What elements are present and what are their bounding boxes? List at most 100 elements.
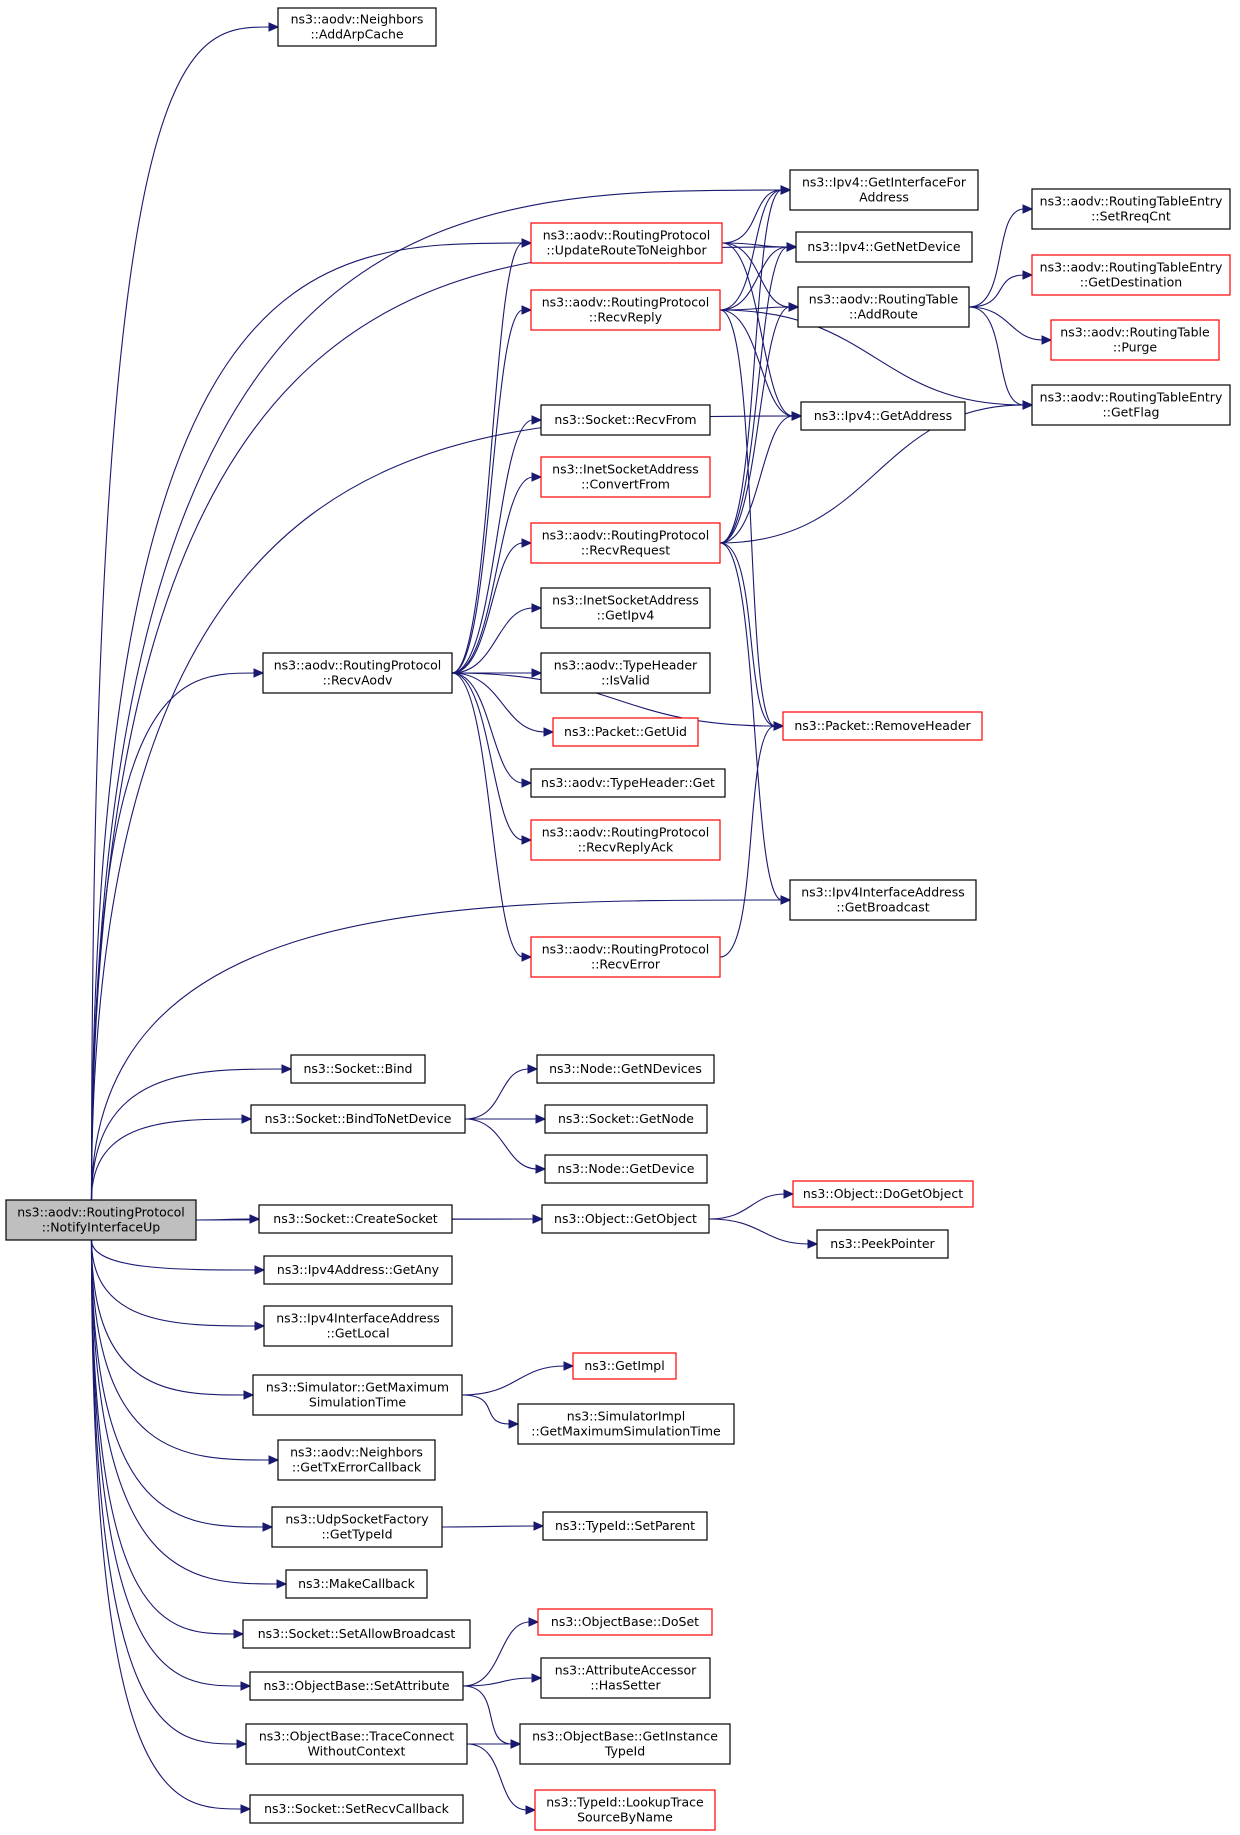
node-getobject[interactable]: ns3::Object::GetObject — [541, 1204, 710, 1234]
node-setattr[interactable]: ns3::ObjectBase::SetAttribute — [249, 1671, 464, 1701]
node-udptype[interactable]: ns3::UdpSocketFactory::GetTypeId — [271, 1506, 443, 1548]
node-box[interactable] — [517, 1403, 735, 1445]
node-makecb[interactable]: ns3::MakeCallback — [285, 1569, 428, 1599]
node-box[interactable] — [789, 169, 979, 211]
node-box[interactable] — [263, 1305, 453, 1347]
node-box[interactable] — [258, 1204, 453, 1234]
node-box[interactable] — [277, 7, 437, 47]
node-simmax[interactable]: ns3::Simulator::GetMaximumSimulationTime — [252, 1374, 463, 1416]
node-box[interactable] — [544, 1104, 708, 1134]
node-box[interactable] — [536, 1054, 715, 1084]
node-doget[interactable]: ns3::Object::DoGetObject — [792, 1180, 974, 1208]
node-box[interactable] — [530, 522, 721, 564]
node-bindnd[interactable]: ns3::Socket::BindToNetDevice — [250, 1104, 466, 1134]
node-createsock[interactable]: ns3::Socket::CreateSocket — [258, 1204, 453, 1234]
node-box[interactable] — [252, 1374, 463, 1416]
node-setrreq[interactable]: ns3::aodv::RoutingTableEntry::SetRreqCnt — [1031, 188, 1231, 230]
node-box[interactable] — [262, 652, 453, 694]
node-getany[interactable]: ns3::Ipv4Address::GetAny — [263, 1255, 453, 1285]
node-box[interactable] — [285, 1569, 428, 1599]
node-box[interactable] — [1031, 188, 1231, 230]
node-box[interactable] — [245, 1723, 468, 1765]
node-box[interactable] — [290, 1054, 426, 1084]
node-box[interactable] — [540, 456, 711, 498]
node-box[interactable] — [277, 1439, 436, 1481]
node-isvalid[interactable]: ns3::aodv::TypeHeader::IsValid — [540, 652, 711, 694]
node-setbcast[interactable]: ns3::Socket::SetAllowBroadcast — [242, 1619, 471, 1649]
node-box[interactable] — [541, 1204, 710, 1234]
node-getnetdev[interactable]: ns3::Ipv4::GetNetDevice — [795, 231, 973, 263]
node-box[interactable] — [540, 587, 711, 629]
node-recverr[interactable]: ns3::aodv::RoutingProtocol::RecvError — [530, 936, 721, 978]
node-recvreq[interactable]: ns3::aodv::RoutingProtocol::RecvRequest — [530, 522, 721, 564]
node-addarp[interactable]: ns3::aodv::Neighbors::AddArpCache — [277, 7, 437, 47]
node-box[interactable] — [1031, 254, 1231, 296]
node-setrecvcb[interactable]: ns3::Socket::SetRecvCallback — [249, 1794, 464, 1824]
node-txerr[interactable]: ns3::aodv::Neighbors::GetTxErrorCallback — [277, 1439, 436, 1481]
node-doset[interactable]: ns3::ObjectBase::DoSet — [537, 1608, 713, 1636]
node-box[interactable] — [5, 1199, 197, 1241]
node-updroute[interactable]: ns3::aodv::RoutingProtocol::UpdateRouteT… — [530, 222, 723, 264]
node-box[interactable] — [800, 401, 966, 431]
node-root[interactable]: ns3::aodv::RoutingProtocol::NotifyInterf… — [5, 1199, 197, 1241]
node-getimpl[interactable]: ns3::GetImpl — [572, 1352, 677, 1380]
node-box[interactable] — [795, 231, 973, 263]
node-box[interactable] — [544, 1154, 708, 1184]
node-addroute[interactable]: ns3::aodv::RoutingTable::AddRoute — [797, 286, 970, 328]
node-getnode[interactable]: ns3::Socket::GetNode — [544, 1104, 708, 1134]
node-box[interactable] — [540, 1657, 711, 1699]
node-getaddress[interactable]: ns3::Ipv4::GetAddress — [800, 401, 966, 431]
node-box[interactable] — [249, 1671, 464, 1701]
node-box[interactable] — [530, 222, 723, 264]
node-peek[interactable]: ns3::PeekPointer — [816, 1229, 949, 1259]
node-box[interactable] — [530, 768, 726, 798]
node-getbcast[interactable]: ns3::Ipv4InterfaceAddress::GetBroadcast — [789, 879, 977, 921]
node-getipv4[interactable]: ns3::InetSocketAddress::GetIpv4 — [540, 587, 711, 629]
node-box[interactable] — [572, 1352, 677, 1380]
node-recvack[interactable]: ns3::aodv::RoutingProtocol::RecvReplyAck — [530, 819, 721, 861]
node-box[interactable] — [540, 652, 711, 694]
node-box[interactable] — [242, 1619, 471, 1649]
node-getdest[interactable]: ns3::aodv::RoutingTableEntry::GetDestina… — [1031, 254, 1231, 296]
node-recvfrom[interactable]: ns3::Socket::RecvFrom — [540, 404, 711, 436]
node-box[interactable] — [519, 1723, 731, 1765]
node-box[interactable] — [540, 404, 711, 436]
node-box[interactable] — [1050, 319, 1220, 361]
node-box[interactable] — [530, 289, 721, 331]
node-box[interactable] — [249, 1794, 464, 1824]
node-recvaodv[interactable]: ns3::aodv::RoutingProtocol::RecvAodv — [262, 652, 453, 694]
node-box[interactable] — [271, 1506, 443, 1548]
node-hassetter[interactable]: ns3::AttributeAccessor::HasSetter — [540, 1657, 711, 1699]
node-box[interactable] — [552, 717, 699, 747]
node-getdevice[interactable]: ns3::Node::GetDevice — [544, 1154, 708, 1184]
node-setparent[interactable]: ns3::TypeId::SetParent — [542, 1511, 708, 1541]
node-convfrom[interactable]: ns3::InetSocketAddress::ConvertFrom — [540, 456, 711, 498]
node-recvreply[interactable]: ns3::aodv::RoutingProtocol::RecvReply — [530, 289, 721, 331]
node-box[interactable] — [534, 1789, 716, 1831]
node-box[interactable] — [530, 819, 721, 861]
node-removehdr[interactable]: ns3::Packet::RemoveHeader — [782, 711, 983, 741]
node-thget[interactable]: ns3::aodv::TypeHeader::Get — [530, 768, 726, 798]
node-traceconn[interactable]: ns3::ObjectBase::TraceConnectWithoutCont… — [245, 1723, 468, 1765]
node-box[interactable] — [782, 711, 983, 741]
node-purge[interactable]: ns3::aodv::RoutingTable::Purge — [1050, 319, 1220, 361]
node-box[interactable] — [542, 1511, 708, 1541]
node-box[interactable] — [250, 1104, 466, 1134]
node-box[interactable] — [792, 1180, 974, 1208]
node-box[interactable] — [789, 879, 977, 921]
node-box[interactable] — [797, 286, 970, 328]
node-box[interactable] — [537, 1608, 713, 1636]
node-getlocal[interactable]: ns3::Ipv4InterfaceAddress::GetLocal — [263, 1305, 453, 1347]
node-box[interactable] — [816, 1229, 949, 1259]
node-box[interactable] — [1031, 384, 1231, 426]
node-getflag[interactable]: ns3::aodv::RoutingTableEntry::GetFlag — [1031, 384, 1231, 426]
node-getuid[interactable]: ns3::Packet::GetUid — [552, 717, 699, 747]
node-getndev[interactable]: ns3::Node::GetNDevices — [536, 1054, 715, 1084]
node-box[interactable] — [530, 936, 721, 978]
node-implmax[interactable]: ns3::SimulatorImpl::GetMaximumSimulation… — [517, 1403, 735, 1445]
node-bind[interactable]: ns3::Socket::Bind — [290, 1054, 426, 1084]
node-box[interactable] — [263, 1255, 453, 1285]
